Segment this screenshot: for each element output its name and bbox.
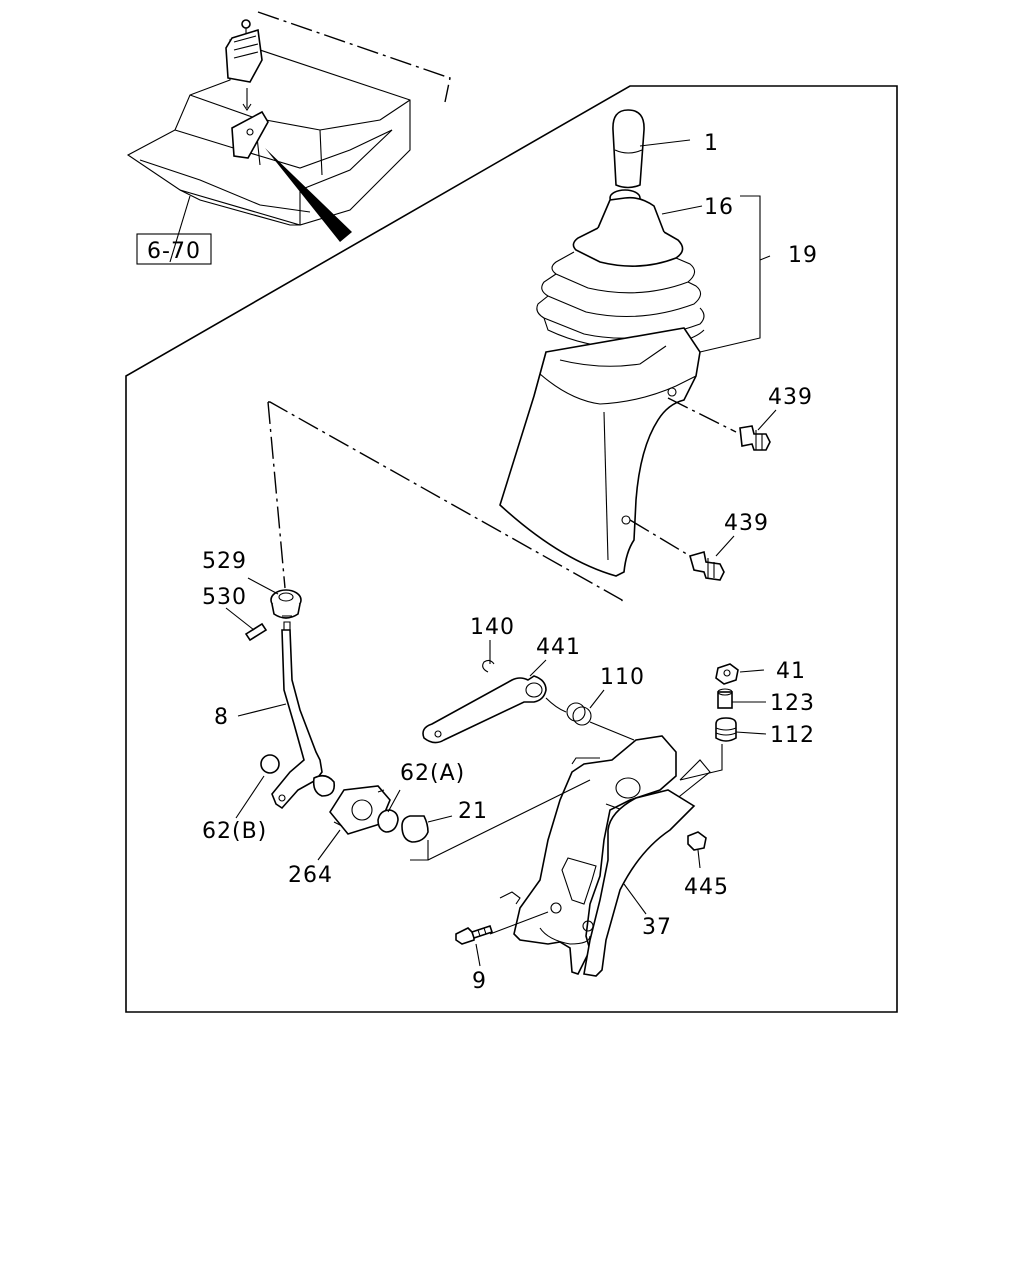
callout-labels: 1 16 19 439 439 529 530 140 441 110 41 1…: [202, 131, 818, 994]
spring-icon: [545, 697, 635, 741]
knob-icon: [612, 109, 645, 189]
pointer-wedge: [265, 148, 352, 242]
collar-icon: [717, 688, 733, 709]
assembly-guide: [629, 519, 691, 557]
callout-530: 530: [202, 585, 247, 610]
callout-112: 112: [770, 723, 815, 748]
callout-140: 140: [470, 615, 515, 640]
callout-441: 441: [536, 635, 581, 660]
callout-439-upper: 439: [768, 385, 813, 410]
leader-lines: [225, 139, 777, 967]
nut-icon: [687, 831, 707, 851]
callout-123: 123: [770, 691, 815, 716]
callout-529: 529: [202, 549, 247, 574]
bushing-icon: [715, 717, 737, 742]
callout-37: 37: [642, 915, 672, 940]
callout-445: 445: [684, 875, 729, 900]
nut-icon: [715, 663, 739, 685]
callout-110: 110: [600, 665, 645, 690]
lever-icon: [260, 615, 336, 810]
callout-439-lower: 439: [724, 511, 769, 536]
callout-9: 9: [472, 969, 487, 994]
screw-icon: [739, 425, 771, 451]
bolt-icon: [455, 924, 494, 945]
callout-1: 1: [704, 131, 719, 156]
assembly-guide: [267, 401, 286, 589]
callout-62b: 62(B): [202, 819, 267, 844]
callout-264: 264: [288, 863, 333, 888]
nut-icon: [270, 589, 302, 619]
callout-16: 16: [704, 195, 734, 220]
bushing-icon: [377, 809, 399, 833]
reference-label: 6-70: [147, 239, 201, 264]
bracket-icon: [499, 735, 711, 977]
plate-icon: [329, 785, 391, 835]
pin-icon: [244, 622, 268, 642]
reference-box: 6-70: [136, 233, 212, 265]
assembly-guide: [268, 401, 623, 606]
callout-62a: 62(A): [400, 761, 465, 786]
cab-floor-inset: [126, 11, 451, 263]
console-housing-icon: [499, 327, 701, 577]
bushing-icon: [401, 815, 429, 843]
callout-19: 19: [788, 243, 818, 268]
detail-frame: [125, 85, 898, 1013]
link-arm-icon: [422, 659, 547, 744]
assembly-guide: [667, 397, 737, 433]
screw-icon: [689, 550, 725, 581]
callout-41: 41: [776, 659, 806, 684]
callout-8: 8: [214, 705, 229, 730]
callout-21: 21: [458, 799, 488, 824]
boot-icon: [536, 189, 705, 349]
